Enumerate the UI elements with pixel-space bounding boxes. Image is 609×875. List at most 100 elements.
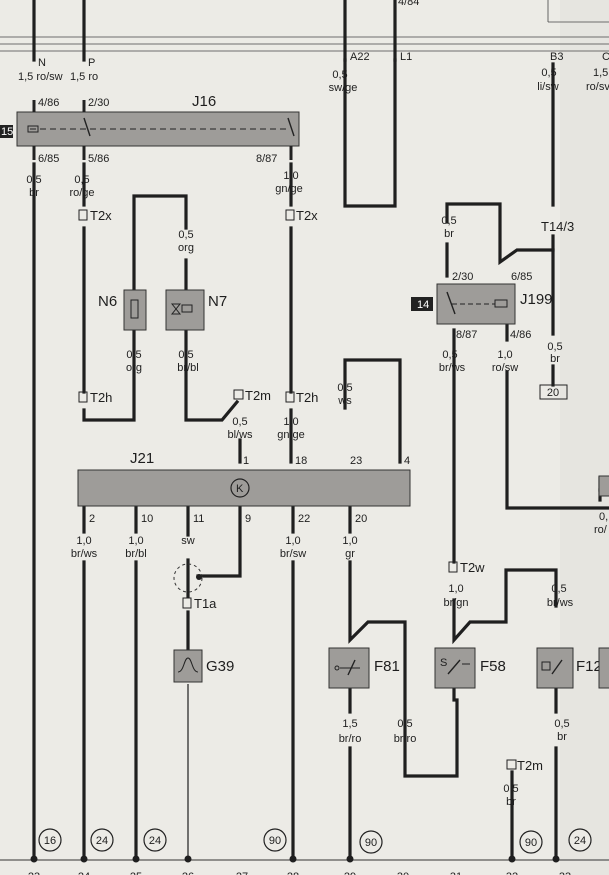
bottom-dots — [30, 855, 560, 863]
J199-pin-8-87: 8/87 — [456, 329, 477, 341]
w-brbl-size: 0,5 — [178, 349, 193, 361]
f58-in-color: br/ro — [394, 733, 417, 745]
T2x-b-icon — [285, 209, 295, 221]
o-brbl-color: br/bl — [125, 548, 146, 560]
top-bus — [0, 0, 609, 52]
wire-P-spec: 1,5 ro — [70, 71, 98, 83]
reference-circles: 16 24 24 90 90 90 24 — [38, 828, 592, 854]
wire-B3-color: li/sw — [537, 81, 558, 93]
circle-24c — [568, 828, 592, 852]
T2x-a-icon — [78, 209, 88, 221]
F128-switch — [536, 647, 574, 689]
J21-in-18: 18 — [295, 455, 307, 467]
bottom-29: 29 — [344, 871, 356, 875]
J199-brws-color: br/ws — [439, 362, 466, 374]
f128-br-color: br — [557, 731, 567, 743]
bottom-33: 33 — [559, 871, 571, 875]
relay-J16 — [16, 100, 300, 160]
w-org-color: org — [178, 242, 194, 254]
J21-out-11: 11 — [193, 513, 204, 525]
T2m-b: T2m — [517, 758, 543, 773]
wire-N: N — [38, 57, 46, 69]
bottom-24: 24 — [78, 871, 90, 875]
w-brbl-color: br/bl — [177, 362, 198, 374]
bottom-31: 31 — [450, 871, 462, 875]
N6-label: N6 — [98, 293, 117, 310]
T2h-b: T2h — [296, 390, 318, 405]
T2h-a: T2h — [90, 390, 112, 405]
ref-box-20 — [539, 384, 568, 400]
T1a: T1a — [194, 596, 217, 611]
T2x-a: T2x — [90, 208, 112, 223]
f128-brws-size: 0,5 — [551, 583, 566, 595]
w-roge-size: 0,5 — [74, 174, 89, 186]
f81-out-color: br/ro — [339, 733, 362, 745]
o-brws-size: 1,0 — [76, 535, 91, 547]
edge-component — [598, 647, 609, 689]
F58-switch — [434, 647, 476, 689]
w-blws-color: bl/ws — [227, 429, 253, 441]
bottom-23: 23 — [28, 871, 40, 875]
w-org2-color: org — [126, 362, 142, 374]
w-br-color: br — [29, 187, 39, 199]
T2w: T2w — [460, 560, 485, 575]
J21-out-22: 22 — [298, 513, 310, 525]
w-gnge2-size: 1,0 — [283, 416, 298, 428]
wire-P: P — [88, 57, 95, 69]
J199-pin-4-86: 4/86 — [510, 329, 531, 341]
pin-2-30: 2/30 — [88, 97, 109, 109]
bottom-28: 28 — [287, 871, 299, 875]
J199-w-br-size: 0,5 — [441, 215, 456, 227]
N7-component — [165, 289, 205, 331]
G39-label: G39 — [206, 658, 234, 675]
F81-label: F81 — [374, 658, 400, 675]
w-ws-color: ws — [337, 395, 352, 407]
circle-90a — [263, 828, 287, 852]
circle-90b — [359, 830, 383, 854]
bottom-27: 27 — [236, 871, 248, 875]
pin-6-85: 6/85 — [38, 153, 59, 165]
relay-J199 — [436, 283, 516, 325]
right-edge-size: 1,5 — [593, 67, 608, 79]
o-brsw-size: 1,0 — [285, 535, 300, 547]
T2h-a-icon — [78, 391, 88, 403]
J21-out-9: 9 — [245, 513, 251, 525]
control-unit-J21: K — [77, 469, 411, 507]
N6-coil — [130, 299, 139, 319]
bottom-numbers: 23 24 25 26 27 28 29 30 31 32 33 — [28, 871, 571, 875]
brgn-color: br/gn — [443, 597, 468, 609]
w-br-size: 0,5 — [26, 174, 41, 186]
pin-4-86: 4/86 — [38, 97, 59, 109]
T2m-a: T2m — [245, 388, 271, 403]
T2m-b-icon — [506, 759, 517, 770]
o-gr-color: gr — [345, 548, 355, 560]
wire-A22-color: sw/ge — [329, 82, 358, 94]
J16-ref: 15 — [1, 126, 13, 138]
wire-labels: N 1,5 ro/sw 4/86 P 1,5 ro 2/30 A22 0,5 s… — [18, 51, 609, 808]
circle-90b-label: 90 — [365, 837, 377, 849]
circle-24a — [90, 828, 114, 852]
T2h-b-icon — [285, 391, 295, 403]
wire-B3: B3 — [550, 51, 563, 63]
bottom-25: 25 — [130, 871, 142, 875]
N7-label: N7 — [208, 293, 227, 310]
pin-5-86: 5/86 — [88, 153, 109, 165]
G39-sensor — [173, 649, 203, 683]
f128-brws-color: br/ws — [547, 597, 574, 609]
w-gnge-size: 1,0 — [283, 170, 298, 182]
J21-out-20: 20 — [355, 513, 367, 525]
J199-ref: 14 — [417, 299, 429, 311]
o-gr-size: 1,0 — [342, 535, 357, 547]
t2m-br-size: 0,5 — [503, 783, 518, 795]
svg-text:S: S — [440, 657, 447, 669]
J21-label: J21 — [130, 450, 154, 467]
J199-w-br-color: br — [444, 228, 454, 240]
pin-8-87: 8/87 — [256, 153, 277, 165]
wires — [32, 0, 609, 860]
J21-out-2: 2 — [89, 513, 95, 525]
w-org-size: 0,5 — [178, 229, 193, 241]
w-gnge-color: gn/ge — [275, 183, 303, 195]
f58-in-size: 0,5 — [397, 718, 412, 730]
brgn-size: 1,0 — [448, 583, 463, 595]
shield-junction — [196, 574, 202, 580]
